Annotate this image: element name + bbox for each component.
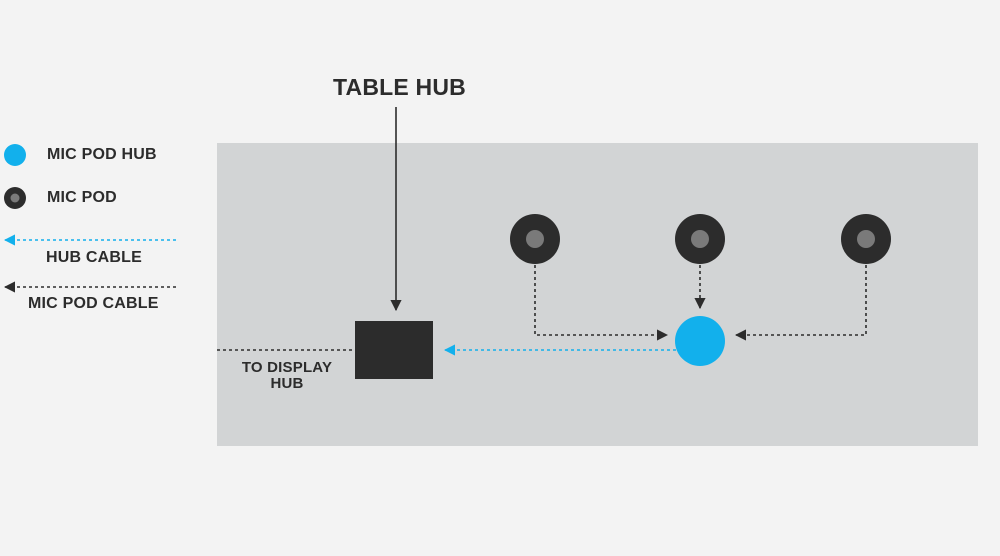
table-surface: [217, 143, 978, 446]
mic-pod-center: [675, 214, 725, 264]
legend-label-mic-pod: MIC POD: [47, 189, 117, 206]
mic-pod-legend-icon: [4, 187, 26, 209]
legend-label-mic-pod-cable: MIC POD CABLE: [28, 295, 159, 312]
mic-pod-right: [841, 214, 891, 264]
mic-pod-cable-left: [534, 265, 669, 341]
mic-pod-cable-right: [734, 265, 867, 341]
to-display-hub-label: TO DISPLAY HUB: [241, 359, 333, 392]
table-hub-box: [355, 321, 433, 379]
legend-label-hub-cable: HUB CABLE: [46, 249, 143, 266]
mic-pod-hub: [675, 316, 725, 366]
mic-pod-hub-legend-icon: [4, 144, 26, 166]
table-hub-title: TABLE HUB: [333, 74, 466, 100]
mic-pod-left: [510, 214, 560, 264]
legend-label-mic-pod-hub: MIC POD HUB: [47, 146, 157, 163]
